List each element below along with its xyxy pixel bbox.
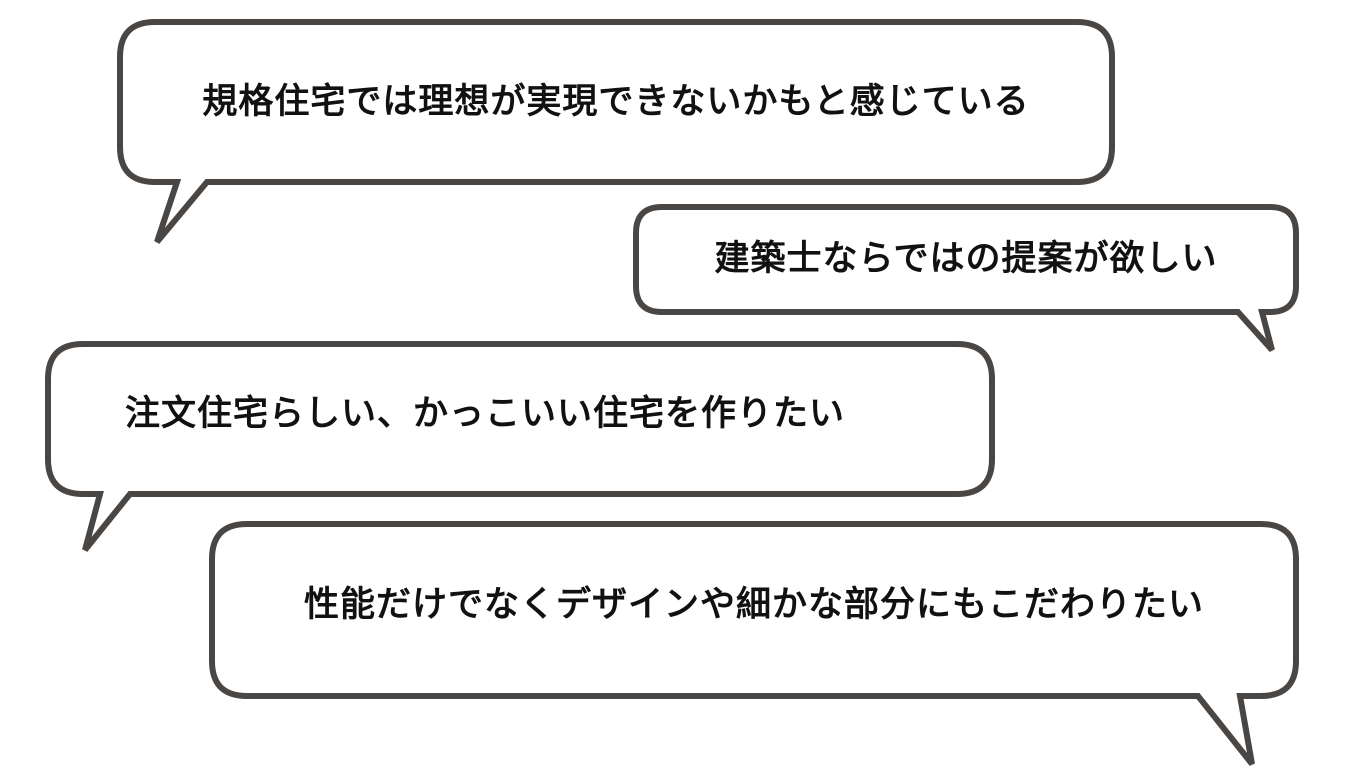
speech-bubble-4 (209, 521, 1299, 766)
bubble-3-text: 注文住宅らしい、かっこいい住宅を作りたい (124, 394, 845, 434)
bubble-4-text: 性能だけでなくデザインや細かな部分にもこだわりたい (303, 585, 1204, 625)
speech-bubble-2 (633, 204, 1299, 353)
speech-bubble-1 (117, 19, 1115, 244)
speech-bubble-3 (45, 341, 995, 552)
bubble-1-text: 規格住宅では理想が実現できないかもと感じている (202, 82, 1030, 122)
bubble-2-text: 建築士ならではの提案が欲しい (714, 239, 1218, 279)
